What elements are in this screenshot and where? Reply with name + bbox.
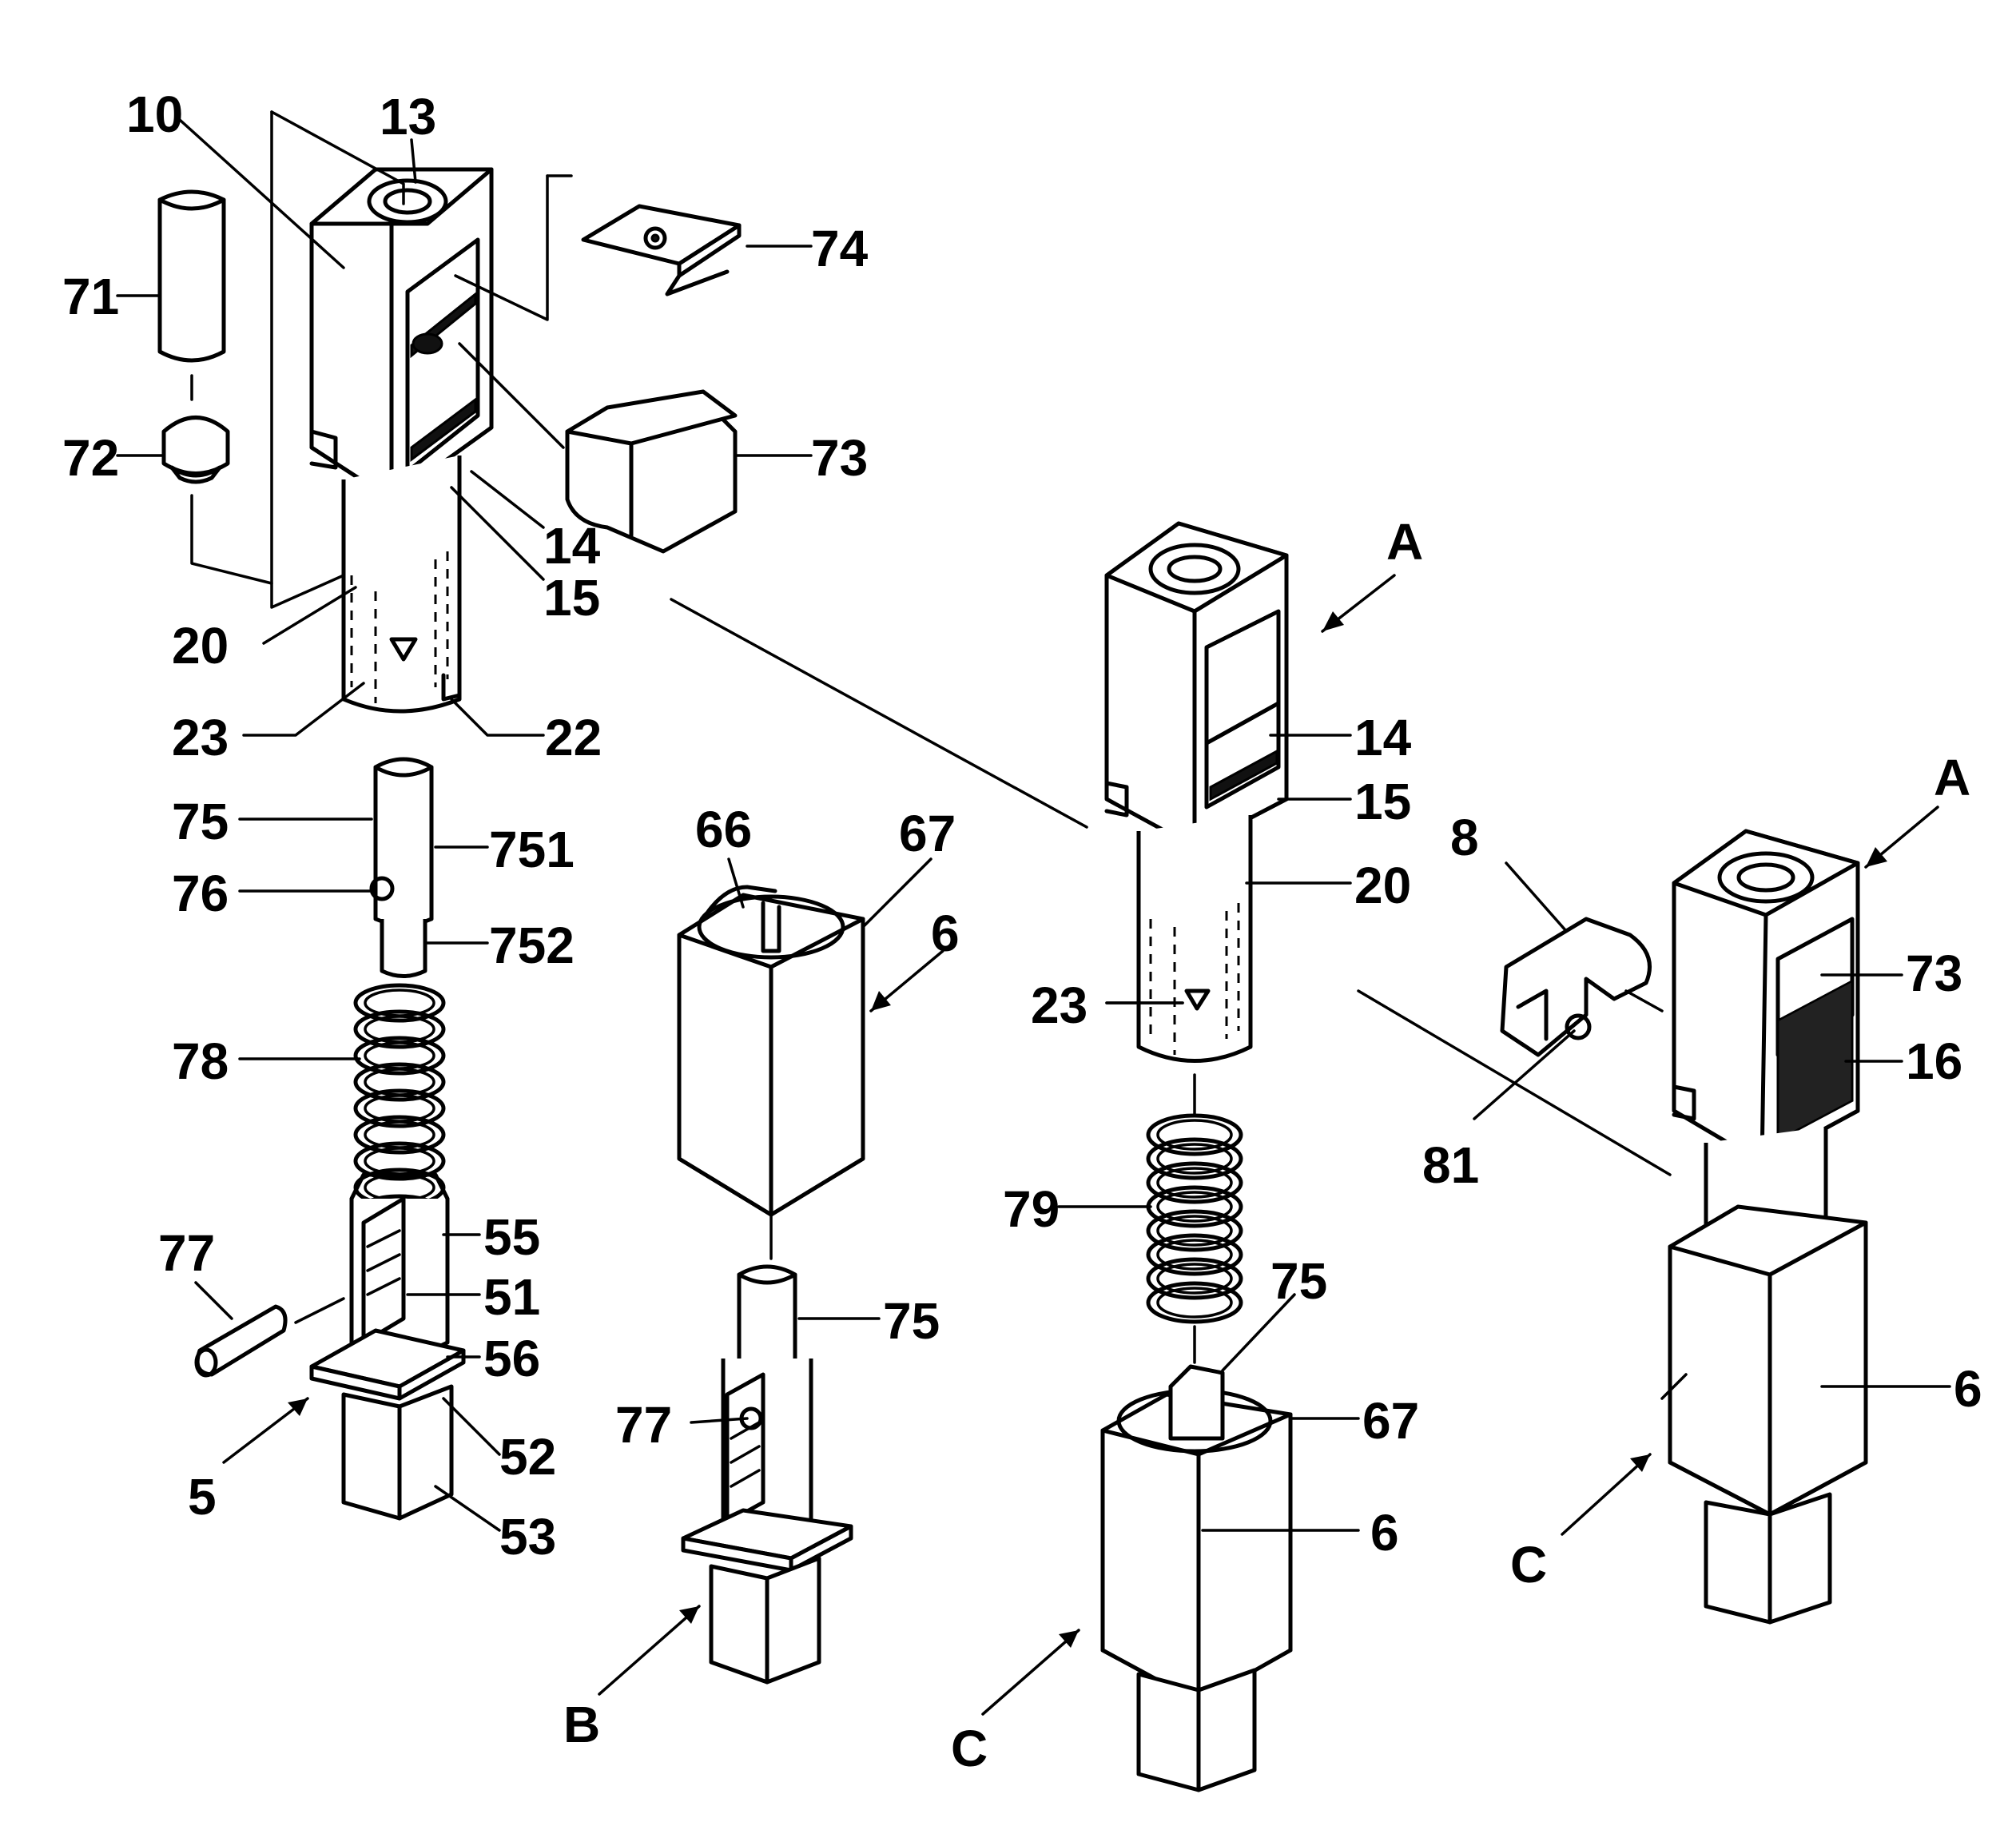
label-23-a: 23 bbox=[1031, 977, 1088, 1034]
label-76: 76 bbox=[172, 865, 229, 922]
assembly-A-right bbox=[1670, 831, 1866, 1622]
label-751: 751 bbox=[489, 821, 575, 878]
label-79: 79 bbox=[1003, 1180, 1060, 1238]
label-20: 20 bbox=[172, 617, 229, 674]
clip-8 bbox=[1502, 919, 1650, 1055]
pin-77 bbox=[197, 1307, 285, 1375]
label-67-c: 67 bbox=[1362, 1392, 1419, 1450]
label-75-c: 75 bbox=[1270, 1252, 1327, 1310]
pin-75 bbox=[372, 759, 431, 977]
label-73: 73 bbox=[811, 429, 868, 487]
label-66: 66 bbox=[695, 801, 752, 858]
sleeve-6 bbox=[679, 887, 863, 1215]
label-74: 74 bbox=[811, 220, 869, 277]
label-71: 71 bbox=[62, 268, 119, 325]
label-53: 53 bbox=[499, 1508, 556, 1565]
label-55: 55 bbox=[483, 1208, 540, 1266]
label-13: 13 bbox=[380, 88, 436, 145]
label-67: 67 bbox=[899, 805, 956, 862]
label-73-right: 73 bbox=[1906, 945, 1962, 1002]
label-C: C bbox=[951, 1720, 988, 1777]
spring-79 bbox=[1148, 1116, 1241, 1322]
label-52: 52 bbox=[499, 1428, 556, 1486]
plate-74 bbox=[583, 206, 739, 294]
cap-72 bbox=[164, 418, 228, 483]
label-77: 77 bbox=[158, 1224, 215, 1282]
label-15: 15 bbox=[543, 569, 600, 627]
label-51: 51 bbox=[483, 1268, 540, 1326]
label-5: 5 bbox=[188, 1468, 217, 1526]
label-752: 752 bbox=[489, 917, 575, 974]
label-81: 81 bbox=[1422, 1136, 1479, 1194]
label-A-right: A bbox=[1934, 749, 1970, 806]
label-56: 56 bbox=[483, 1330, 540, 1387]
label-23: 23 bbox=[172, 709, 229, 766]
assembly-C-middle bbox=[1103, 1366, 1290, 1790]
label-6: 6 bbox=[931, 905, 960, 962]
label-78: 78 bbox=[172, 1032, 229, 1090]
cylinder-71 bbox=[160, 192, 224, 360]
shaft-20 bbox=[344, 456, 459, 711]
label-14: 14 bbox=[543, 517, 601, 575]
label-16: 16 bbox=[1906, 1032, 1962, 1090]
label-B: B bbox=[563, 1696, 600, 1753]
label-14-a: 14 bbox=[1354, 709, 1412, 766]
label-6-right: 6 bbox=[1954, 1360, 1982, 1418]
label-20-a: 20 bbox=[1354, 857, 1411, 914]
housing-head-10 bbox=[312, 169, 491, 499]
base-5 bbox=[312, 1175, 463, 1518]
label-A: A bbox=[1386, 513, 1423, 571]
assembly-B bbox=[683, 1267, 851, 1682]
label-8: 8 bbox=[1450, 809, 1479, 866]
label-10: 10 bbox=[126, 86, 183, 143]
label-22: 22 bbox=[545, 709, 602, 766]
label-C-right: C bbox=[1510, 1536, 1547, 1593]
assembly-A bbox=[1107, 523, 1286, 1061]
label-77-b: 77 bbox=[615, 1396, 672, 1454]
label-75: 75 bbox=[172, 793, 229, 850]
label-15-a: 15 bbox=[1354, 773, 1411, 830]
label-72: 72 bbox=[62, 429, 119, 487]
label-75-b: 75 bbox=[883, 1292, 940, 1350]
label-6-c: 6 bbox=[1370, 1504, 1399, 1561]
